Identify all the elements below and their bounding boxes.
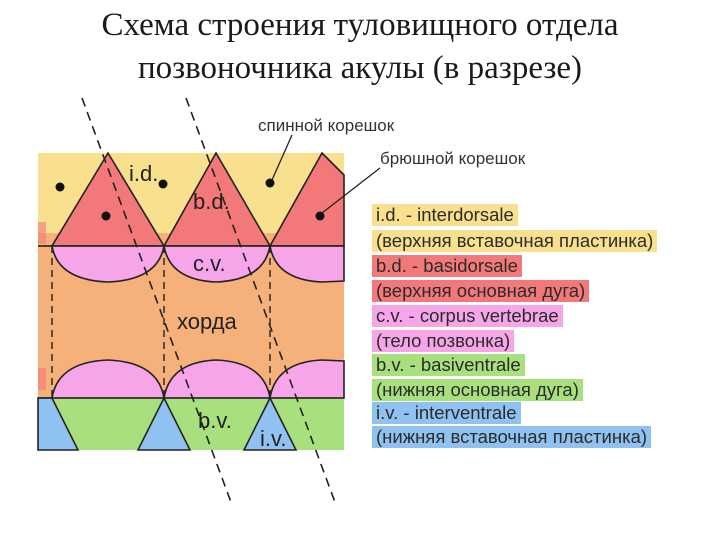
nerve-root-dot (265, 178, 275, 188)
corpus-lower-3 (269, 359, 345, 399)
left-edge-strip-bottom (38, 368, 46, 390)
interventrale-triangle-3 (242, 396, 298, 451)
corpus-upper-3 (269, 245, 345, 283)
section-line-right (185, 97, 337, 506)
label-corpus: c.v. (193, 251, 226, 276)
legend-item: i.v. - interventrale (372, 402, 521, 424)
corpus-upper-1 (38, 245, 165, 283)
legend-item: (тело позвонка) (372, 330, 515, 352)
nerve-root-dot (55, 182, 65, 192)
label-basidorsale: b.d. (193, 189, 230, 214)
ventral-root-pointer (321, 167, 381, 214)
corpus-lower-1 (38, 359, 165, 399)
legend-item: (верхняя вставочная пластинка) (372, 230, 658, 252)
legend-item: b.d. - basidorsale (372, 255, 522, 277)
legend-item: c.v. - corpus vertebrae (372, 305, 563, 327)
label-dorsal-root: спинной корешок (258, 116, 395, 135)
nerve-root-dot (101, 211, 111, 221)
page-title: Схема строения туловищного отдела позвон… (0, 4, 720, 90)
label-interdorsale: i.d. (129, 161, 158, 186)
label-interventrale: i.v. (260, 426, 286, 451)
label-basiventrale: b.v. (198, 408, 232, 433)
legend-item: (нижняя основная дуга) (372, 379, 583, 401)
legend-item: (нижняя вставочная пластинка) (372, 426, 652, 448)
section-line-left (81, 97, 233, 506)
legend-item: b.v. - basiventrale (372, 354, 525, 376)
label-chorda: хорда (177, 309, 238, 334)
legend-item: i.d. - interdorsale (372, 204, 518, 226)
corpus-lower-2 (163, 359, 271, 399)
nerve-root-dot (158, 179, 168, 189)
label-ventral-root: брюшной корешок (380, 149, 526, 168)
title-line-1: Схема строения туловищного отдела (101, 7, 619, 43)
nerve-root-dot (315, 211, 325, 221)
left-edge-strip-top (38, 222, 46, 244)
interventrale-triangle-2 (136, 396, 192, 451)
dorsal-root-pointer (271, 134, 293, 181)
basiventrale-band (38, 398, 344, 450)
legend-item: (верхняя основная дуга) (372, 280, 590, 302)
title-line-2: позвоночника акулы (в разрезе) (137, 50, 583, 86)
